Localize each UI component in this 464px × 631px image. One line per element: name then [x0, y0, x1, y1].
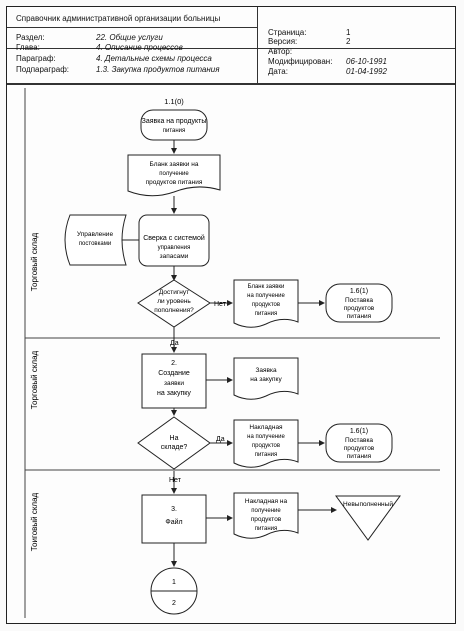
- dec2-text: На: [170, 435, 179, 442]
- lane-label: Тоиговый склад: [30, 492, 39, 551]
- connector-top-label: 1: [172, 579, 176, 586]
- terminator-shape: [325, 423, 393, 463]
- start-terminator: [140, 109, 208, 141]
- proc2-text: на закупку: [157, 390, 191, 397]
- doc5-text: Накладная на: [245, 498, 288, 505]
- chapter-label: Глава:: [16, 43, 40, 52]
- stored-data-shape: [64, 214, 127, 266]
- document-shape: [233, 357, 299, 400]
- store1-text: постовками: [79, 241, 111, 247]
- store1-text: Управление: [77, 231, 114, 238]
- header-vertical-divider: [257, 7, 258, 83]
- lane-label: Торговый склад: [30, 232, 39, 291]
- decision-diamond: [137, 416, 211, 470]
- dec1-no-label: Нет: [214, 301, 227, 308]
- dec1-text: Достигнут: [159, 289, 189, 296]
- connector-bottom-label: 2: [172, 600, 176, 607]
- dec1-text: пополнения?: [154, 307, 194, 314]
- term2-id: 1.6(1): [350, 428, 368, 435]
- doc4-text: на получение: [247, 434, 285, 440]
- term2-text: Поставка: [345, 437, 373, 444]
- date-label: Дата:: [268, 67, 288, 76]
- process-box: [141, 353, 207, 409]
- section-label: Раздел:: [16, 33, 45, 42]
- document-shape: [127, 154, 221, 197]
- paragraph-value: 4. Детальные схемы процесса: [96, 54, 212, 63]
- term1-text: Поставка: [345, 297, 373, 304]
- doc3-text: на закупку: [250, 376, 282, 383]
- dec2-text: складе?: [161, 444, 188, 451]
- process-box: [138, 214, 210, 267]
- document-shape: [233, 492, 299, 539]
- version-label: Версия:: [268, 37, 298, 46]
- doc5-text: получение: [251, 508, 281, 514]
- doc5-text: питания: [255, 526, 278, 532]
- tri-text: Невыполненный: [343, 500, 393, 508]
- doc2-text: питания: [255, 311, 278, 317]
- process-box: [141, 494, 207, 544]
- doc2-text: продуктов: [252, 302, 280, 308]
- start-text: Заявка на продукты: [142, 118, 207, 125]
- date-value: 01-04-1992: [346, 67, 387, 76]
- document-title: Справочник административной организации …: [16, 14, 221, 23]
- proc1-text: управления: [158, 245, 191, 251]
- terminator-shape: [325, 283, 393, 323]
- section-value: 22. Общие услуги: [96, 33, 163, 42]
- term1-text: продуктов: [344, 305, 375, 312]
- doc1-text: получение: [159, 171, 189, 177]
- proc1-text: запасами: [160, 253, 189, 260]
- header-bottom-line: [7, 83, 455, 85]
- decision-diamond: [137, 279, 211, 328]
- term2-text: питания: [347, 453, 372, 460]
- header-divider: [7, 48, 455, 49]
- start-id: 1.1(0): [164, 97, 184, 106]
- document-shape: [233, 419, 299, 468]
- term1-id: 1.6(1): [350, 288, 368, 295]
- proc2-text: заявки: [164, 380, 184, 387]
- dec1-yes-label: Да: [170, 340, 179, 347]
- document-shape: [233, 279, 299, 328]
- doc4-text: питания: [255, 452, 278, 458]
- modified-value: 06-10-1991: [346, 57, 387, 66]
- dec2-no-label: Нет: [169, 477, 182, 484]
- version-value: 2: [346, 37, 351, 46]
- page-label: Страница:: [268, 28, 307, 37]
- doc1-text: продуктов питания: [146, 179, 203, 186]
- author-label: Автор:: [268, 47, 293, 56]
- doc1-text: Бланк заявки на: [150, 161, 199, 168]
- dec2-yes-label: Да: [216, 436, 225, 443]
- doc2-text: на получение: [247, 293, 285, 299]
- subparagraph-label: Подпараграф:: [16, 65, 69, 74]
- proc2-text: Создание: [158, 370, 190, 377]
- proc3-id: 3.: [171, 506, 177, 513]
- start-text: питания: [163, 128, 186, 134]
- subparagraph-value: 1.3. Закупка продуктов питания: [96, 65, 220, 74]
- title-divider: [7, 27, 257, 28]
- doc3-text: Заявка: [255, 367, 277, 374]
- term1-text: питания: [347, 313, 372, 320]
- proc2-id: 2.: [171, 360, 177, 367]
- doc2-text: Бланк заявки: [248, 284, 285, 290]
- proc1-text: Сверка с системой: [143, 234, 205, 242]
- modified-label: Модифицирован:: [268, 57, 333, 66]
- doc4-text: Накладная: [249, 424, 283, 431]
- paragraph-label: Параграф:: [16, 54, 56, 63]
- doc5-text: продуктов: [251, 516, 282, 523]
- chapter-value: 4. Описание процессов: [96, 43, 183, 52]
- merge-triangle: [335, 495, 401, 541]
- dec1-text: ли уровень: [157, 298, 191, 305]
- term2-text: продуктов: [344, 445, 375, 452]
- lane-label: Торговый склад: [30, 350, 39, 409]
- proc3-text: Файл: [165, 518, 182, 526]
- doc4-text: продуктов: [252, 443, 280, 449]
- page-value: 1: [346, 28, 351, 37]
